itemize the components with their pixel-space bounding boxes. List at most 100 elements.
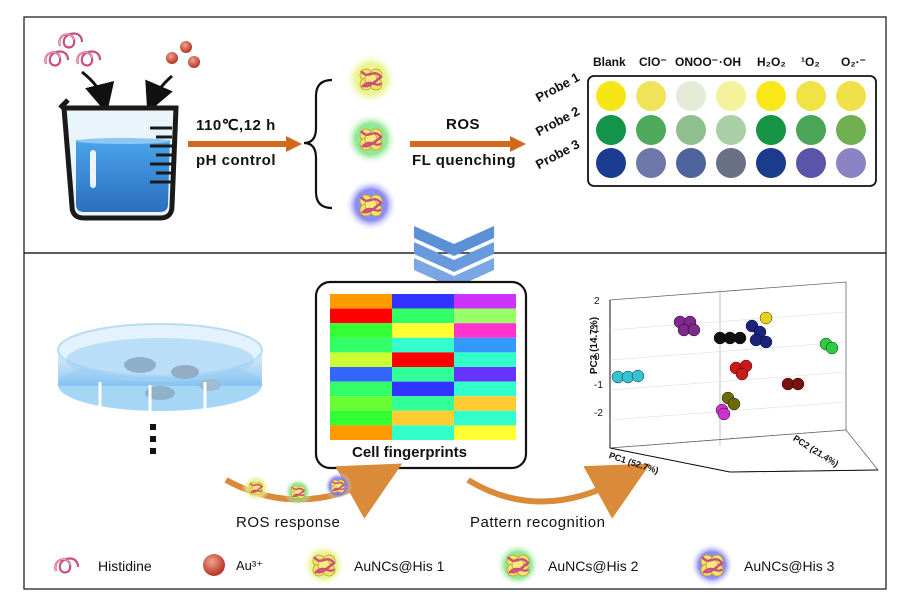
fingerprint-cell bbox=[392, 352, 454, 367]
fingerprint-cell bbox=[330, 410, 392, 426]
probe-well bbox=[836, 115, 866, 145]
probe-bracket bbox=[303, 78, 333, 210]
fingerprint-cell bbox=[330, 367, 392, 382]
fingerprint-cell bbox=[330, 396, 392, 411]
pca-point bbox=[759, 335, 773, 349]
fingerprint-cell bbox=[454, 410, 516, 426]
aunc-his3-small-icon bbox=[330, 479, 346, 494]
pca-point bbox=[733, 331, 747, 345]
probe-well bbox=[676, 148, 706, 178]
probe-well bbox=[836, 81, 866, 111]
legend-au-icon bbox=[203, 554, 225, 576]
probe-well bbox=[636, 148, 666, 178]
fingerprint-cell bbox=[454, 367, 516, 382]
beaker-icon bbox=[58, 98, 179, 221]
fingerprint-heatmap bbox=[330, 294, 516, 440]
fingerprint-cell bbox=[330, 308, 392, 324]
aunc-his3-probe-icon bbox=[358, 193, 384, 218]
fingerprint-cell bbox=[454, 308, 516, 324]
pca-point bbox=[791, 377, 805, 391]
aunc-his1-small-icon bbox=[248, 481, 264, 496]
ros-label: ROS bbox=[446, 116, 481, 133]
legend-his1-icon bbox=[311, 553, 337, 578]
fingerprint-cell bbox=[392, 323, 454, 338]
fingerprint-cell bbox=[392, 425, 454, 440]
au-ion-icon bbox=[166, 52, 178, 64]
probe-well bbox=[756, 148, 786, 178]
pca-y-tick: 1 bbox=[594, 324, 600, 335]
pca-point bbox=[687, 323, 701, 337]
probe-column-label: ClO⁻ bbox=[639, 55, 667, 69]
fingerprint-cell bbox=[330, 381, 392, 397]
probe-column-label: ·OH bbox=[719, 55, 741, 69]
histidine-molecule-icon bbox=[58, 32, 84, 49]
probe-well bbox=[716, 148, 746, 178]
fl-quenching-label: FL quenching bbox=[412, 152, 517, 169]
fingerprint-cell bbox=[454, 396, 516, 411]
probe-well bbox=[796, 115, 826, 145]
probe-well bbox=[596, 115, 626, 145]
pca-point bbox=[735, 367, 749, 381]
probe-column-label: ONOO⁻ bbox=[675, 55, 719, 69]
pca-y-tick: -1 bbox=[594, 380, 603, 391]
aunc-his1-probe-icon bbox=[358, 67, 384, 92]
add-histidine-arrow bbox=[81, 70, 115, 114]
probe-well bbox=[756, 81, 786, 111]
probe-well bbox=[836, 148, 866, 178]
fingerprint-cell bbox=[392, 308, 454, 324]
au-ion-icon bbox=[188, 56, 200, 68]
probe-well bbox=[676, 115, 706, 145]
probe-column-label: O₂·⁻ bbox=[841, 55, 866, 69]
probe-column-label: ¹O₂ bbox=[801, 55, 820, 69]
probe-well bbox=[716, 81, 746, 111]
pca-point bbox=[759, 311, 773, 325]
legend-histidine-icon bbox=[54, 557, 80, 574]
probe-well bbox=[796, 148, 826, 178]
aunc-his2-small-icon bbox=[290, 485, 306, 500]
au-ion-icon bbox=[180, 41, 192, 53]
probe-well bbox=[756, 115, 786, 145]
fingerprint-cell bbox=[392, 381, 454, 397]
probe-well bbox=[636, 115, 666, 145]
pca-point bbox=[631, 369, 645, 383]
down-chevron-icon bbox=[414, 226, 494, 288]
fingerprint-cell bbox=[330, 294, 392, 309]
probe-well bbox=[796, 81, 826, 111]
legend-histidine-label: Histidine bbox=[98, 558, 152, 574]
fingerprint-cell bbox=[330, 323, 392, 338]
fingerprint-cell bbox=[392, 396, 454, 411]
pca-y-tick: -2 bbox=[594, 408, 603, 419]
fingerprint-cell bbox=[330, 425, 392, 440]
petri-dish-icon bbox=[57, 323, 263, 412]
pca-point bbox=[825, 341, 839, 355]
legend-au-label: Au³⁺ bbox=[236, 558, 264, 573]
fingerprint-cell bbox=[454, 323, 516, 338]
legend-his1-label: AuNCs@His 1 bbox=[354, 558, 445, 574]
synthesis-condition-ph: pH control bbox=[196, 152, 276, 169]
fingerprint-cell bbox=[454, 381, 516, 397]
probe-well bbox=[636, 81, 666, 111]
aunc-his2-probe-icon bbox=[358, 127, 384, 152]
fingerprint-caption: Cell fingerprints bbox=[352, 444, 468, 461]
probe-well bbox=[676, 81, 706, 111]
pca-y-tick: 2 bbox=[594, 296, 600, 307]
histidine-molecule-icon bbox=[76, 50, 102, 67]
more-samples-ellipsis bbox=[150, 424, 156, 454]
probe-column-label: Blank bbox=[593, 55, 626, 69]
probe-array-grid bbox=[596, 81, 866, 178]
fingerprint-cell bbox=[392, 410, 454, 426]
legend-his2-icon bbox=[505, 553, 531, 578]
pca-point bbox=[727, 397, 741, 411]
fingerprint-cell bbox=[330, 337, 392, 353]
probe-well bbox=[596, 81, 626, 111]
pca-clusters bbox=[611, 311, 839, 421]
pattern-recognition-label: Pattern recognition bbox=[470, 514, 606, 531]
pattern-recognition-arrow bbox=[466, 463, 651, 519]
pca-point bbox=[717, 407, 731, 421]
fingerprint-cell bbox=[454, 337, 516, 353]
pca-y-tick: 0 bbox=[594, 352, 600, 363]
fingerprint-cell bbox=[454, 425, 516, 440]
fingerprint-cell bbox=[392, 367, 454, 382]
add-au-arrow bbox=[145, 74, 173, 114]
